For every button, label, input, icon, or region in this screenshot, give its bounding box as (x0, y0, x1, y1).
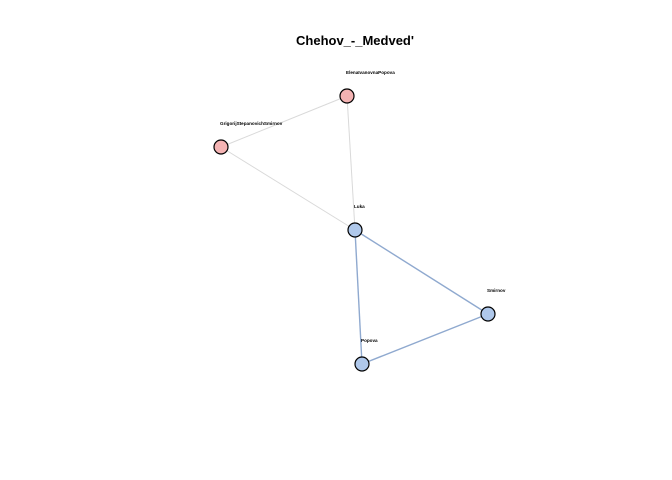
node-Luka: Luka (347, 204, 365, 238)
node-Smirnov: Smirnov (480, 288, 506, 322)
nodes-layer: ElenaIvanovnaPopovaGrigorijStepanovichSm… (213, 70, 506, 372)
node-label: GrigorijStepanovichSmirnov (220, 121, 283, 126)
node-GrigorijStepanovichSmirnov: GrigorijStepanovichSmirnov (213, 121, 283, 155)
node-circle (354, 356, 370, 372)
node-label: Smirnov (487, 288, 506, 293)
edge-Smirnov-Popova (361, 313, 489, 365)
node-label: Popova (361, 338, 378, 343)
edge-Luka-Popova (354, 229, 363, 365)
node-circle (347, 222, 363, 238)
graph-title: Chehov_-_Medved' (296, 33, 414, 48)
edge-ElenaIvanovnaPopova-Luka (346, 95, 356, 231)
edge-ElenaIvanovnaPopova-GrigorijStepanovichSmirnov (220, 95, 348, 148)
node-ElenaIvanovnaPopova: ElenaIvanovnaPopova (339, 70, 395, 104)
node-label: Luka (354, 204, 365, 209)
edge-Luka-Smirnov (354, 229, 489, 315)
node-Popova: Popova (354, 338, 378, 372)
node-circle (339, 88, 355, 104)
node-circle (213, 139, 229, 155)
node-label: ElenaIvanovnaPopova (346, 70, 395, 75)
node-circle (480, 306, 496, 322)
edge-GrigorijStepanovichSmirnov-Luka (220, 146, 356, 231)
edges-layer (220, 95, 489, 365)
